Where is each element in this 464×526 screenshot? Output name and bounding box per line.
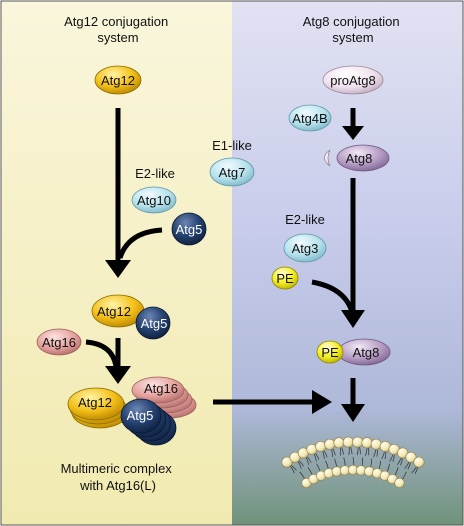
atg5-label: Atg5 <box>176 222 203 237</box>
lipid-head <box>333 437 345 449</box>
lipid-head <box>342 436 354 448</box>
atg5-molecule <box>171 212 207 246</box>
multimeric-complex <box>67 376 197 446</box>
e2-like-right-label: E2-like <box>285 212 325 227</box>
atg12-complex-label: Atg12 <box>78 395 112 410</box>
lipid-head <box>394 477 405 489</box>
lipid-head <box>405 451 417 463</box>
lipid-head <box>361 437 373 449</box>
atg10-molecule <box>131 186 177 214</box>
pro-atg8-label: proAtg8 <box>330 73 376 88</box>
atg8-label: Atg8 <box>346 151 373 166</box>
atg8-lipidation-arrowhead <box>341 310 365 328</box>
lipid-head <box>315 440 327 452</box>
pe-label: PE <box>276 271 294 286</box>
complex-to-membrane-arrowhead <box>312 390 332 414</box>
e2-like-left-label: E2-like <box>135 166 175 181</box>
atg8-molecule <box>336 144 390 172</box>
atg5-complex-label: Atg5 <box>127 408 154 423</box>
atg5-conjugate-molecule <box>135 306 171 340</box>
atg16-complex-label: Atg16 <box>144 381 178 396</box>
atg12-conjugate-label: Atg12 <box>97 304 131 319</box>
pe-joining-arrow <box>311 279 355 313</box>
atg7-label: Atg7 <box>219 165 246 180</box>
atg3-label: Atg3 <box>292 241 319 256</box>
atg4b-molecule <box>288 104 332 132</box>
atg16-label: Atg16 <box>42 335 76 350</box>
lipid-head <box>281 456 293 468</box>
lipid-bilayer-membrane <box>281 436 425 489</box>
lipid-head <box>352 436 364 448</box>
atg3-molecule <box>283 233 327 263</box>
atg10-label: Atg10 <box>137 193 171 208</box>
atg5-joining-arrow <box>117 227 163 259</box>
cleavage-arrowhead <box>342 126 364 140</box>
complex-label: Multimeric complex with Atg16(L) <box>61 461 176 493</box>
complex-formation-arrowhead <box>105 366 131 384</box>
atg8-conjugate-label: Atg8 <box>353 345 380 360</box>
right-panel-title: Atg8 conjugation system <box>303 14 403 45</box>
cleaved-fragment-icon <box>324 149 331 167</box>
e1-like-label: E1-like <box>212 138 252 153</box>
pro-atg8-molecule <box>322 65 384 95</box>
lipid-head <box>413 456 425 468</box>
left-panel-title: Atg12 conjugation system <box>64 14 172 45</box>
atg16-joining-arrow <box>85 339 119 367</box>
pe-conjugate-label: PE <box>321 345 339 360</box>
atg16-molecule <box>36 328 82 356</box>
atg12-molecule <box>94 65 142 95</box>
atg12-label: Atg12 <box>101 73 135 88</box>
lipid-head <box>370 438 382 450</box>
pe-molecule <box>271 266 299 290</box>
atg7-molecule <box>209 157 255 187</box>
atg12-conjugation-arrowhead <box>105 260 131 278</box>
atg5-conjugate-label: Atg5 <box>141 316 168 331</box>
membrane-arrowhead <box>341 404 365 422</box>
atg4b-label: Atg4B <box>292 111 327 126</box>
lipid-head <box>324 438 336 450</box>
pe-conjugate-molecule <box>316 340 344 364</box>
